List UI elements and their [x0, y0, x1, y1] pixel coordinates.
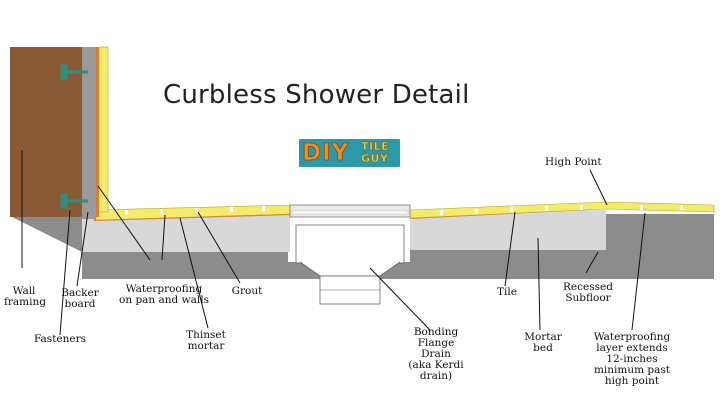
logo-word-tile: TILE	[361, 140, 390, 153]
label-tile: Tile	[497, 286, 517, 298]
label-mortar-bed: Mortar bed	[524, 331, 562, 354]
label-thinset: Thinset mortar	[186, 329, 226, 352]
logo-word-guy: GUY	[361, 152, 389, 165]
fasteners	[60, 64, 88, 209]
subfloor	[10, 214, 714, 279]
label-backer-board: Backer board	[61, 287, 99, 310]
wall-membrane	[96, 47, 99, 217]
label-high-point: High Point	[545, 156, 602, 168]
label-waterproofing-extends: Waterproofing layer extends 12-inches mi…	[593, 331, 671, 387]
wall-tile	[98, 46, 109, 213]
label-drain: Bonding Flange Drain (aka Kerdi drain)	[408, 326, 464, 382]
mortar-bed	[82, 210, 606, 252]
label-wall-framing: Wall framing	[4, 285, 46, 308]
label-grout: Grout	[231, 285, 263, 297]
diy-tile-guy-logo: DIY TILE GUY	[299, 139, 400, 167]
leader-lines	[21, 150, 646, 336]
grout-joints	[125, 205, 683, 215]
label-waterproofing-pan: Waterproofing on pan and walls	[119, 283, 209, 306]
logo-word-diy: DIY	[302, 140, 350, 167]
diagram-title: Curbless Shower Detail	[163, 80, 470, 110]
label-recessed-subfloor: Recessed Subfloor	[563, 281, 613, 304]
drain-assembly	[289, 204, 411, 305]
backer-board	[82, 47, 96, 219]
label-fasteners: Fasteners	[33, 333, 87, 345]
copyright-text: Copyright 2022 DIYTileGuy	[424, 264, 485, 269]
